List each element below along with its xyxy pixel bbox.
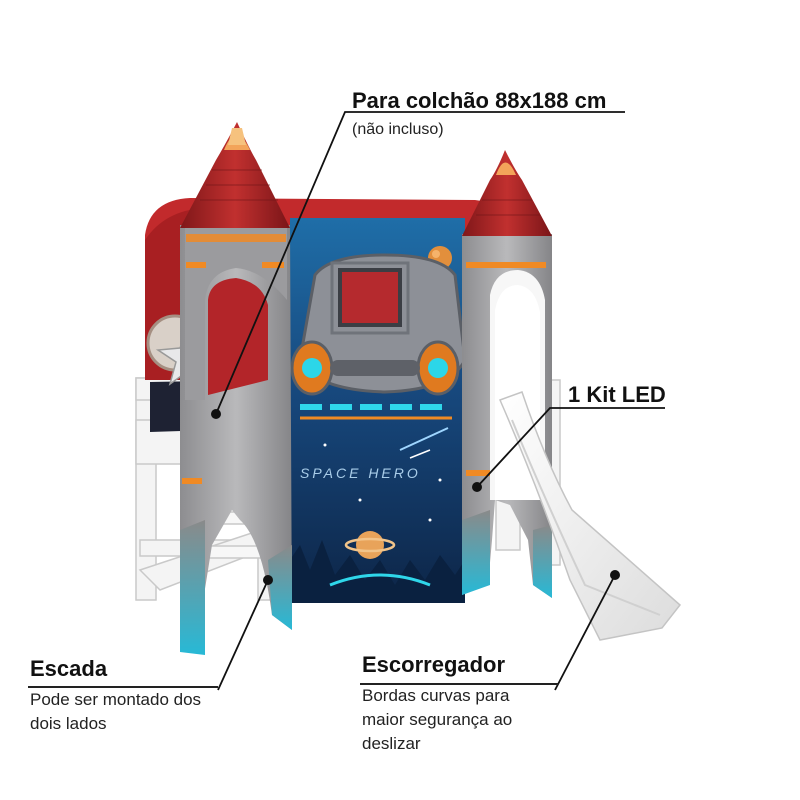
left-tower — [180, 122, 292, 655]
slide-callout-title: Escorregador — [362, 652, 506, 677]
led-callout: 1 Kit LED — [568, 382, 666, 408]
curtain-print-text: SPACE HERO — [300, 465, 421, 481]
slide-callout-note-3: deslizar — [362, 734, 421, 753]
slide — [498, 391, 682, 641]
ladder-callout-note-2: dois lados — [30, 714, 107, 733]
led-callout-title: 1 Kit LED — [568, 382, 666, 407]
space-curtain — [290, 218, 467, 603]
callout-dots — [211, 409, 620, 585]
slide-callout-underline — [360, 683, 558, 685]
ladder-callout-note-1: Pode ser montado dos — [30, 690, 202, 709]
mattress-callout: Para colchão 88x188 cm (não incluso) — [352, 88, 606, 142]
mattress-callout-title: Para colchão 88x188 cm — [352, 88, 607, 113]
ladder-callout-title: Escada — [30, 656, 108, 681]
mattress-callout-note: (não incluso) — [352, 121, 444, 138]
slide-callout-note-2: maior segurança ao — [362, 710, 513, 729]
slide-callout-note-1: Bordas curvas para — [362, 686, 510, 705]
ladder-callout: Escada Pode ser montado dos dois lados — [28, 656, 218, 736]
slide-callout: Escorregador Bordas curvas para maior se… — [360, 652, 558, 756]
ladder-callout-underline — [28, 686, 218, 688]
callout-leader-lines — [215, 111, 665, 691]
